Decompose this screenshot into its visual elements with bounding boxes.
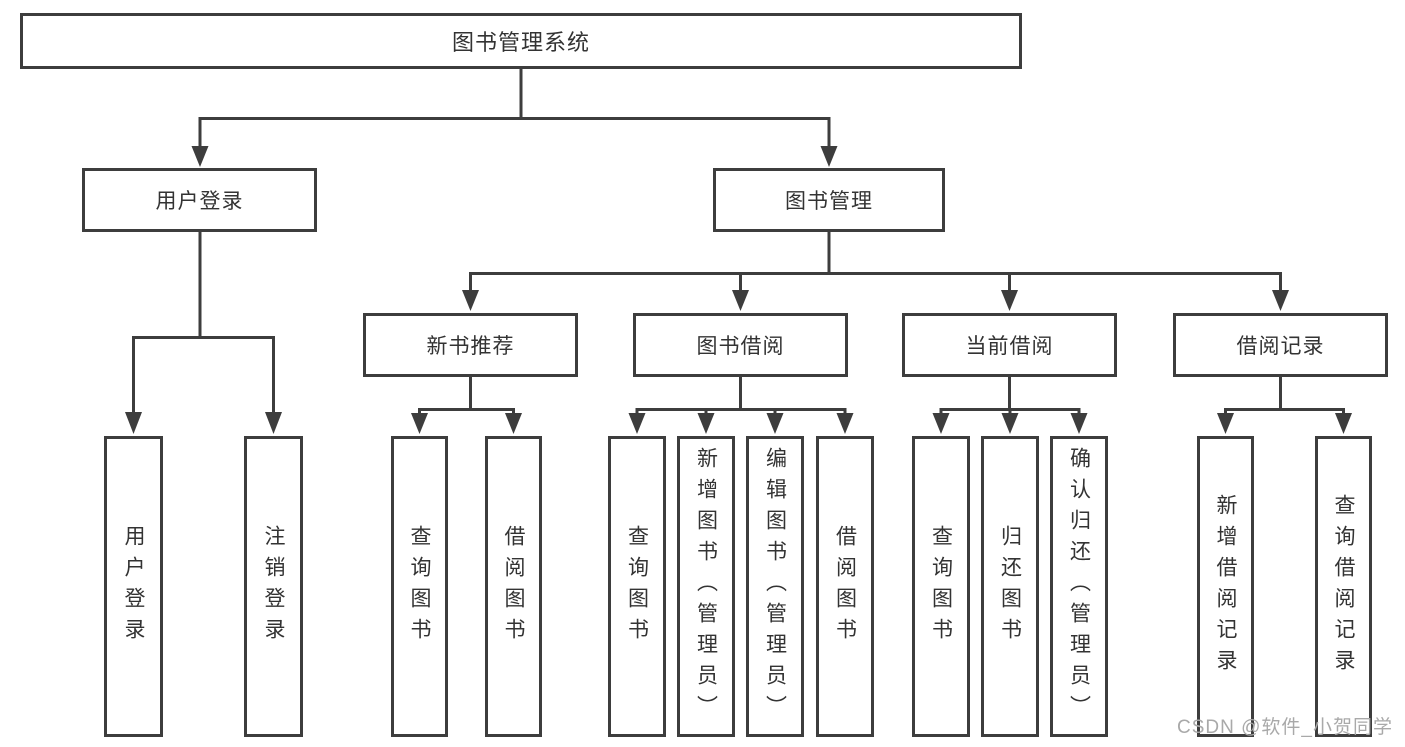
leaf-add-borrow-record-label: 新增借阅记录 <box>1214 493 1237 680</box>
connector-user-login <box>132 230 275 415</box>
node-system-root: 图书管理系统 <box>20 13 1022 69</box>
watermark-text: CSDN @软件_小贺同学 <box>1177 717 1393 738</box>
leaf-confirm-return-admin-label: 确认归还（管理员） <box>1067 447 1091 726</box>
arrowhead-icon <box>836 413 854 434</box>
arrowhead-icon <box>411 413 428 434</box>
arrowhead-icon <box>732 290 749 311</box>
leaf-search-books-recommend-label: 查询图书 <box>408 524 431 649</box>
arrowhead-icon <box>1272 290 1289 311</box>
arrowhead-icon <box>628 413 646 434</box>
node-borrowing-records: 借阅记录 <box>1173 313 1388 377</box>
node-book-borrowing: 图书借阅 <box>633 313 848 377</box>
node-current-borrowing: 当前借阅 <box>902 313 1117 377</box>
node-book-management: 图书管理 <box>713 168 945 232</box>
leaf-search-books-borrowing: 查询图书 <box>608 436 666 737</box>
leaf-add-book-admin: 新增图书（管理员） <box>677 436 735 737</box>
leaf-search-books-current: 查询图书 <box>912 436 970 737</box>
connector-new-book-recommendation <box>418 375 515 416</box>
leaf-borrow-books-borrowing: 借阅图书 <box>816 436 874 737</box>
arrowhead-icon <box>1335 413 1352 434</box>
leaf-borrow-books-borrowing-label: 借阅图书 <box>833 524 857 649</box>
node-new-book-recommendation: 新书推荐 <box>363 313 578 377</box>
leaf-return-books-label: 归还图书 <box>998 524 1022 649</box>
arrowhead-icon <box>820 146 838 167</box>
leaf-logout: 注销登录 <box>244 436 303 737</box>
arrowhead-icon <box>697 413 715 434</box>
node-current-borrowing-label: 当前借阅 <box>965 335 1054 358</box>
arrowhead-icon <box>1217 413 1234 434</box>
leaf-add-book-admin-label: 新增图书（管理员） <box>694 447 718 726</box>
arrowhead-icon <box>1001 413 1019 434</box>
leaf-confirm-return-admin: 确认归还（管理员） <box>1050 436 1108 737</box>
node-user-login: 用户登录 <box>82 168 317 232</box>
connector-book-management <box>469 230 1282 293</box>
leaf-add-borrow-record: 新增借阅记录 <box>1197 436 1254 737</box>
leaf-edit-book-admin: 编辑图书（管理员） <box>746 436 804 737</box>
node-user-login-label: 用户登录 <box>155 190 244 213</box>
arrowhead-icon <box>1001 290 1018 311</box>
connector-borrowing-records <box>1224 375 1345 416</box>
arrowhead-icon <box>125 412 142 434</box>
node-book-borrowing-label: 图书借阅 <box>696 335 785 358</box>
node-borrowing-records-label: 借阅记录 <box>1236 335 1325 358</box>
node-new-book-recommendation-label: 新书推荐 <box>426 335 515 358</box>
leaf-borrow-books-recommend-label: 借阅图书 <box>502 524 525 649</box>
node-book-management-label: 图书管理 <box>785 190 873 213</box>
connector-book-borrowing <box>635 375 847 416</box>
leaf-search-books-recommend: 查询图书 <box>391 436 448 737</box>
leaf-search-books-borrowing-label: 查询图书 <box>625 524 649 649</box>
leaf-return-books: 归还图书 <box>981 436 1039 737</box>
leaf-search-borrow-record: 查询借阅记录 <box>1315 436 1372 737</box>
arrowhead-icon <box>462 290 479 311</box>
arrowhead-icon <box>1070 413 1088 434</box>
arrowhead-icon <box>505 413 522 434</box>
arrowhead-icon <box>766 413 784 434</box>
leaf-logout-label: 注销登录 <box>262 524 285 649</box>
leaf-search-books-current-label: 查询图书 <box>929 524 953 649</box>
arrowhead-icon <box>265 412 282 434</box>
connector-current-borrowing <box>939 375 1081 416</box>
leaf-borrow-books-recommend: 借阅图书 <box>485 436 542 737</box>
leaf-user-login-label: 用户登录 <box>122 524 145 649</box>
node-system-root-label: 图书管理系统 <box>451 30 590 55</box>
leaf-edit-book-admin-label: 编辑图书（管理员） <box>763 447 787 726</box>
connector-root <box>198 67 831 149</box>
leaf-search-borrow-record-label: 查询借阅记录 <box>1332 493 1355 680</box>
arrowhead-icon <box>191 146 209 167</box>
leaf-user-login: 用户登录 <box>104 436 163 737</box>
arrowhead-icon <box>932 413 950 434</box>
